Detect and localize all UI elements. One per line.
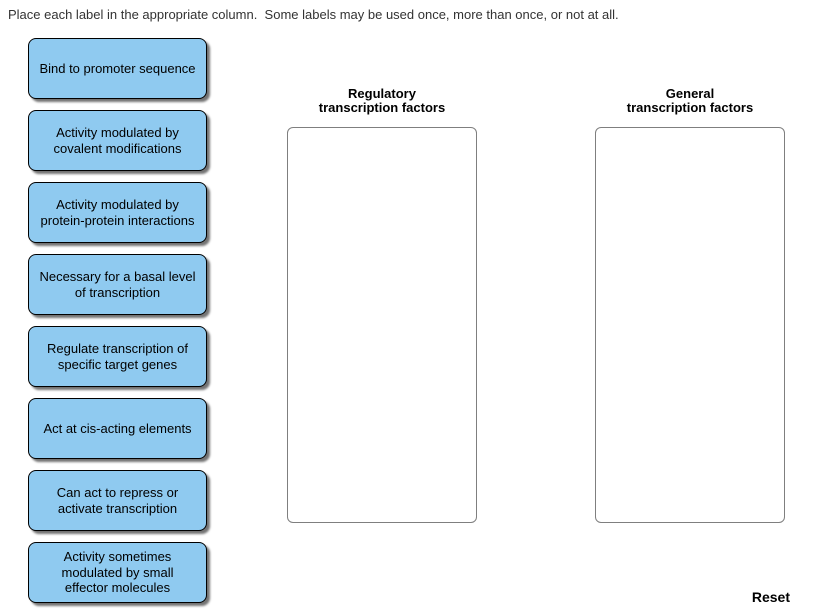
drag-label-stack: Bind to promoter sequence Activity modul… <box>28 38 207 603</box>
column-header-regulatory: Regulatory transcription factors <box>287 87 477 115</box>
drag-label-small-effector-molecules[interactable]: Activity sometimes modulated by small ef… <box>28 542 207 603</box>
drag-label-repress-activate[interactable]: Can act to repress or activate transcrip… <box>28 470 207 531</box>
column-header-general-line1: General <box>665 86 715 101</box>
instruction-text: Place each label in the appropriate colu… <box>8 7 619 22</box>
drag-label-cis-acting-elements[interactable]: Act at cis-acting elements <box>28 398 207 459</box>
drag-label-covalent-modifications[interactable]: Activity modulated by covalent modificat… <box>28 110 207 171</box>
dropzone-regulatory-transcription-factors[interactable] <box>287 127 477 523</box>
dropzone-general-transcription-factors[interactable] <box>595 127 785 523</box>
drag-label-protein-protein-interactions[interactable]: Activity modulated by protein-protein in… <box>28 182 207 243</box>
column-header-regulatory-line2: transcription factors <box>318 100 446 115</box>
reset-button[interactable]: Reset <box>751 589 790 605</box>
drag-label-basal-transcription[interactable]: Necessary for a basal level of transcrip… <box>28 254 207 315</box>
column-header-regulatory-line1: Regulatory <box>348 86 416 101</box>
column-header-general: General transcription factors <box>595 87 785 115</box>
column-header-general-line2: transcription factors <box>626 100 754 115</box>
drag-label-bind-promoter[interactable]: Bind to promoter sequence <box>28 38 207 99</box>
drag-label-specific-target-genes[interactable]: Regulate transcription of specific targe… <box>28 326 207 387</box>
